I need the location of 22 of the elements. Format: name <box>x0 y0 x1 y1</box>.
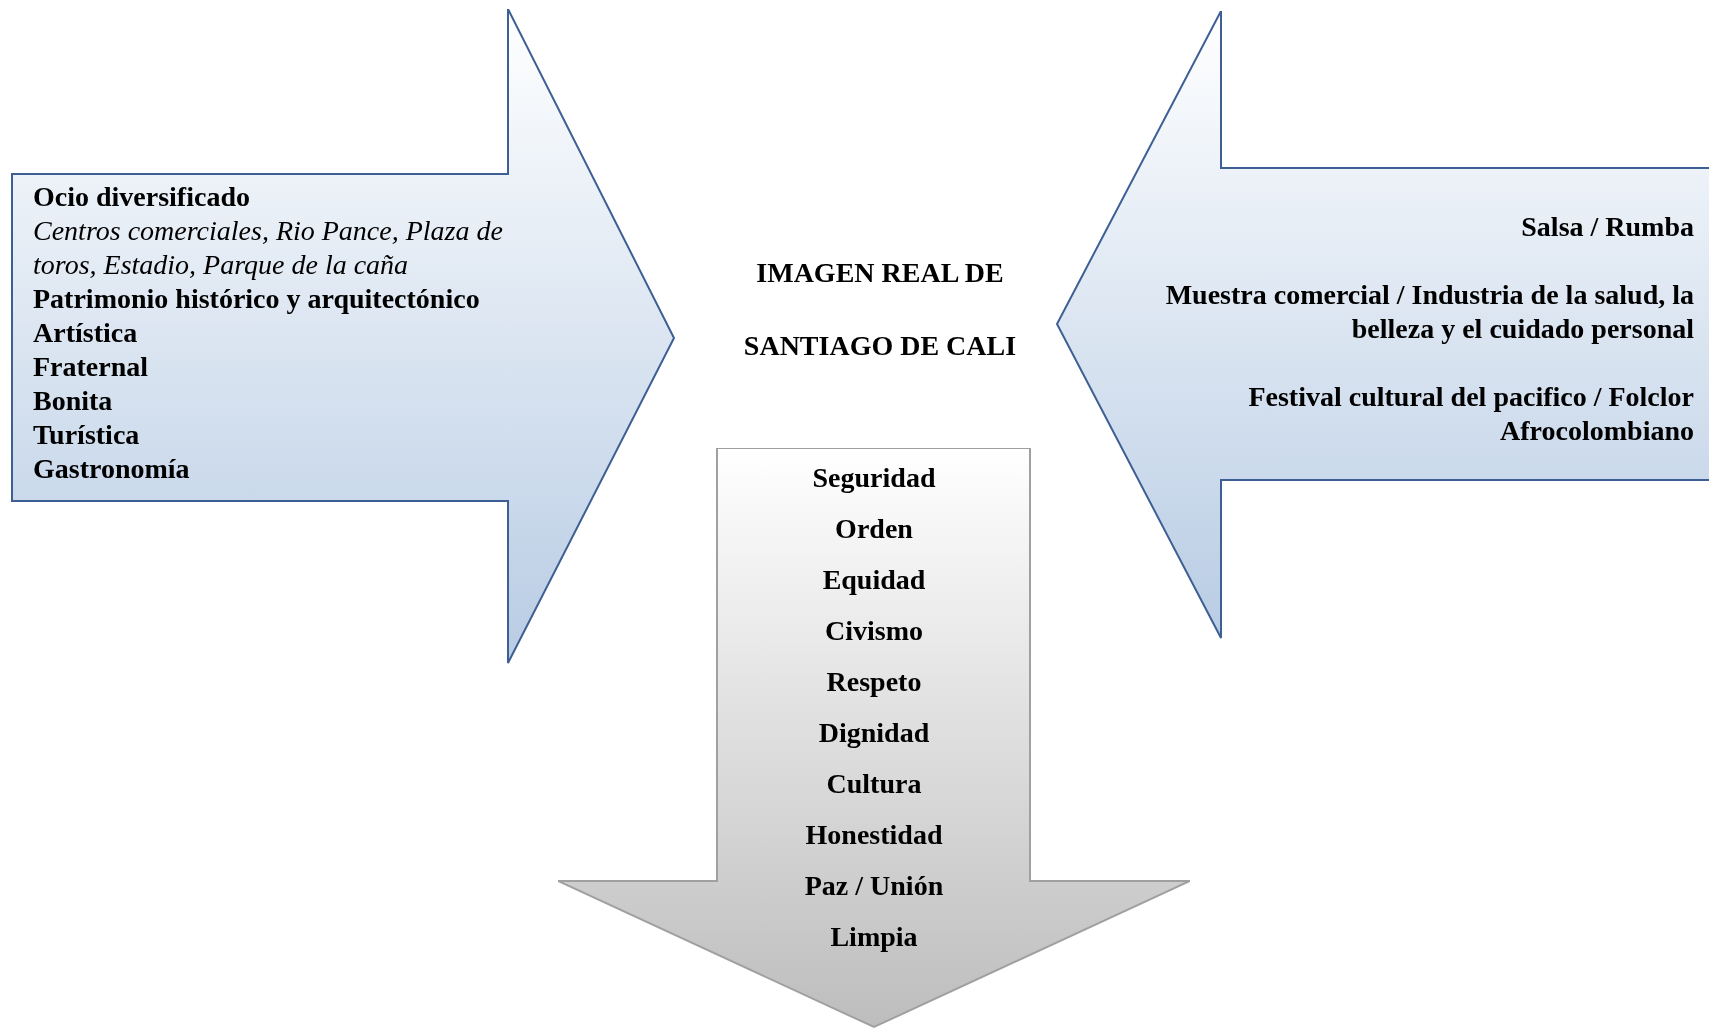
item-text: Dignidad <box>817 716 931 750</box>
item-text: Turística <box>33 418 141 452</box>
item-text: Fraternal <box>33 350 150 384</box>
item-text: Orden <box>834 512 914 546</box>
item-text: Salsa / Rumba <box>1520 210 1694 244</box>
example-list-text: Centros comerciales, Rio Pance, Plaza de toros, Estadio, Parque de la caña <box>33 214 504 282</box>
item-text: Bonita <box>33 384 114 418</box>
item-text: Paz / Unión <box>803 869 945 903</box>
item-text: Civismo <box>824 614 924 648</box>
item-text: Honestidad <box>804 818 944 852</box>
item-text: Ocio diversificado <box>33 180 251 214</box>
item-text: Artística <box>33 316 139 350</box>
item-text: Patrimonio histórico y arquitectónico <box>33 282 481 316</box>
item-text: Muestra comercial / Industria de la salud, la belleza y el cuidado personal <box>1164 278 1694 346</box>
diagram-title: IMAGEN REAL DE SANTIAGO DE CALI <box>742 256 1018 363</box>
item-text: Respeto <box>825 665 923 699</box>
item-text: Seguridad <box>811 461 937 495</box>
item-text: Festival cultural del pacifico / Folclor Afrocolombiano <box>1247 380 1694 448</box>
item-text: Equidad <box>821 563 927 597</box>
item-text: Cultura <box>825 767 923 801</box>
item-text: Limpia <box>829 920 919 954</box>
item-text: Gastronomía <box>33 452 191 486</box>
